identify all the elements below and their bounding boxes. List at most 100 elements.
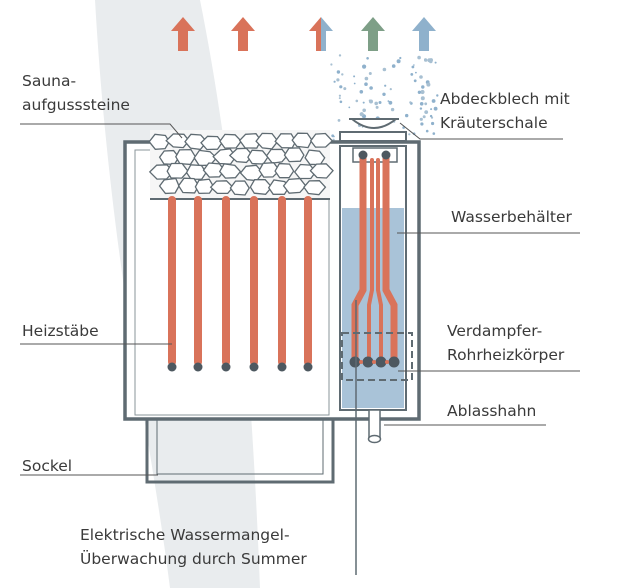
steam-dot [330, 63, 333, 66]
steam-dot [390, 107, 395, 112]
label-stones-line1: Sauna- [22, 72, 76, 90]
steam-dot [425, 129, 429, 133]
steam-dot [339, 85, 343, 89]
stone [158, 177, 180, 195]
stone [293, 163, 317, 180]
label-base: Sockel [22, 457, 72, 475]
steam-dot [424, 58, 428, 62]
heating-rod [304, 196, 312, 366]
stone [282, 177, 307, 194]
stone [202, 162, 226, 178]
steam-dot [353, 75, 356, 78]
heating-rod [222, 196, 230, 366]
stone [309, 132, 334, 148]
drain-tap [367, 409, 382, 444]
steam-dot [336, 78, 340, 82]
mixed-arrow [309, 17, 333, 51]
stone [258, 162, 281, 178]
stone [303, 180, 327, 196]
steam-dot [341, 73, 344, 76]
label-cover-line1: Abdeckblech mit [440, 90, 570, 108]
steam-dot [333, 80, 336, 83]
steam-dot [387, 100, 390, 102]
stone [200, 135, 223, 151]
steam-dot [355, 99, 359, 103]
steam-dot [420, 122, 424, 126]
stone [218, 163, 242, 179]
steam-dot [413, 64, 415, 66]
steam-dot [348, 106, 351, 109]
steam-arrow-blue [412, 17, 436, 51]
label-alarm-line2: Überwachung durch Summer [80, 549, 307, 568]
label-vaporizer: Verdampfer- Rohrheizkörper [447, 322, 565, 364]
stone [148, 133, 171, 150]
steam-dot [426, 82, 431, 87]
steam-dot [338, 94, 341, 97]
leader-lines [20, 122, 580, 476]
steam-dot [388, 100, 393, 105]
cover-plate [339, 131, 407, 142]
steam-dot [436, 94, 439, 97]
steam-dot [417, 90, 422, 95]
stone [249, 179, 273, 195]
steam-dot [405, 113, 409, 118]
label-alarm: Elektrische Wassermangel- Überwachung du… [80, 526, 307, 568]
steam-dot [419, 102, 424, 106]
steam-dot [413, 79, 417, 83]
steam-dot [408, 133, 411, 136]
steam-dot [362, 101, 365, 104]
heating-rod [250, 196, 258, 366]
steam-dot [332, 138, 335, 141]
stone [229, 180, 250, 196]
steam-dot [429, 114, 433, 118]
steam-dot [420, 89, 425, 95]
steam-dot [369, 86, 373, 90]
stone [165, 133, 190, 149]
steam-dot [338, 97, 341, 100]
label-alarm-line1: Elektrische Wassermangel- [80, 526, 290, 544]
stone [184, 133, 208, 151]
stone [238, 133, 262, 149]
steam-dot [422, 115, 426, 119]
heating-rod [194, 196, 202, 366]
steam-dot [359, 90, 364, 94]
label-cover-line2: Kräuterschale [440, 114, 548, 132]
heat-arrow-1 [171, 17, 195, 51]
steam-dot [333, 135, 335, 138]
steam-dot [389, 88, 392, 91]
steam-dot [424, 110, 429, 114]
stone [283, 147, 305, 163]
steam-dot [375, 105, 379, 109]
steam-dot [339, 100, 343, 104]
steam-dot [424, 102, 428, 106]
steam-dot [362, 64, 367, 69]
heating-rod [168, 196, 176, 366]
steam-dot [396, 59, 401, 64]
stone [194, 178, 215, 195]
label-vaporizer-line2: Rohrheizkörper [447, 346, 565, 364]
steam-dot [359, 112, 364, 117]
label-stones-line2: aufgusssteine [22, 96, 130, 114]
steam-dot [415, 71, 417, 74]
steam-dot [374, 101, 379, 106]
steam-dot [362, 108, 367, 113]
steam-dot [368, 99, 372, 102]
heating-rod [278, 196, 286, 366]
steam-dot [382, 92, 386, 97]
vaporizer-heater [341, 150, 413, 381]
steam-dot [409, 101, 412, 104]
steam-dot [337, 119, 341, 122]
steam-dot [420, 96, 425, 101]
heating-rods [167, 196, 313, 372]
stone [267, 179, 290, 195]
label-vaporizer-line1: Verdampfer- [447, 322, 542, 340]
steam-dot [336, 70, 341, 74]
label-drain: Ablasshahn [447, 402, 536, 420]
stone [166, 162, 189, 179]
label-cover: Abdeckblech mit Kräuterschale [440, 90, 570, 132]
stone [309, 163, 334, 179]
steam-dot [427, 58, 432, 63]
steam-dot [399, 56, 402, 60]
stone [209, 180, 234, 195]
